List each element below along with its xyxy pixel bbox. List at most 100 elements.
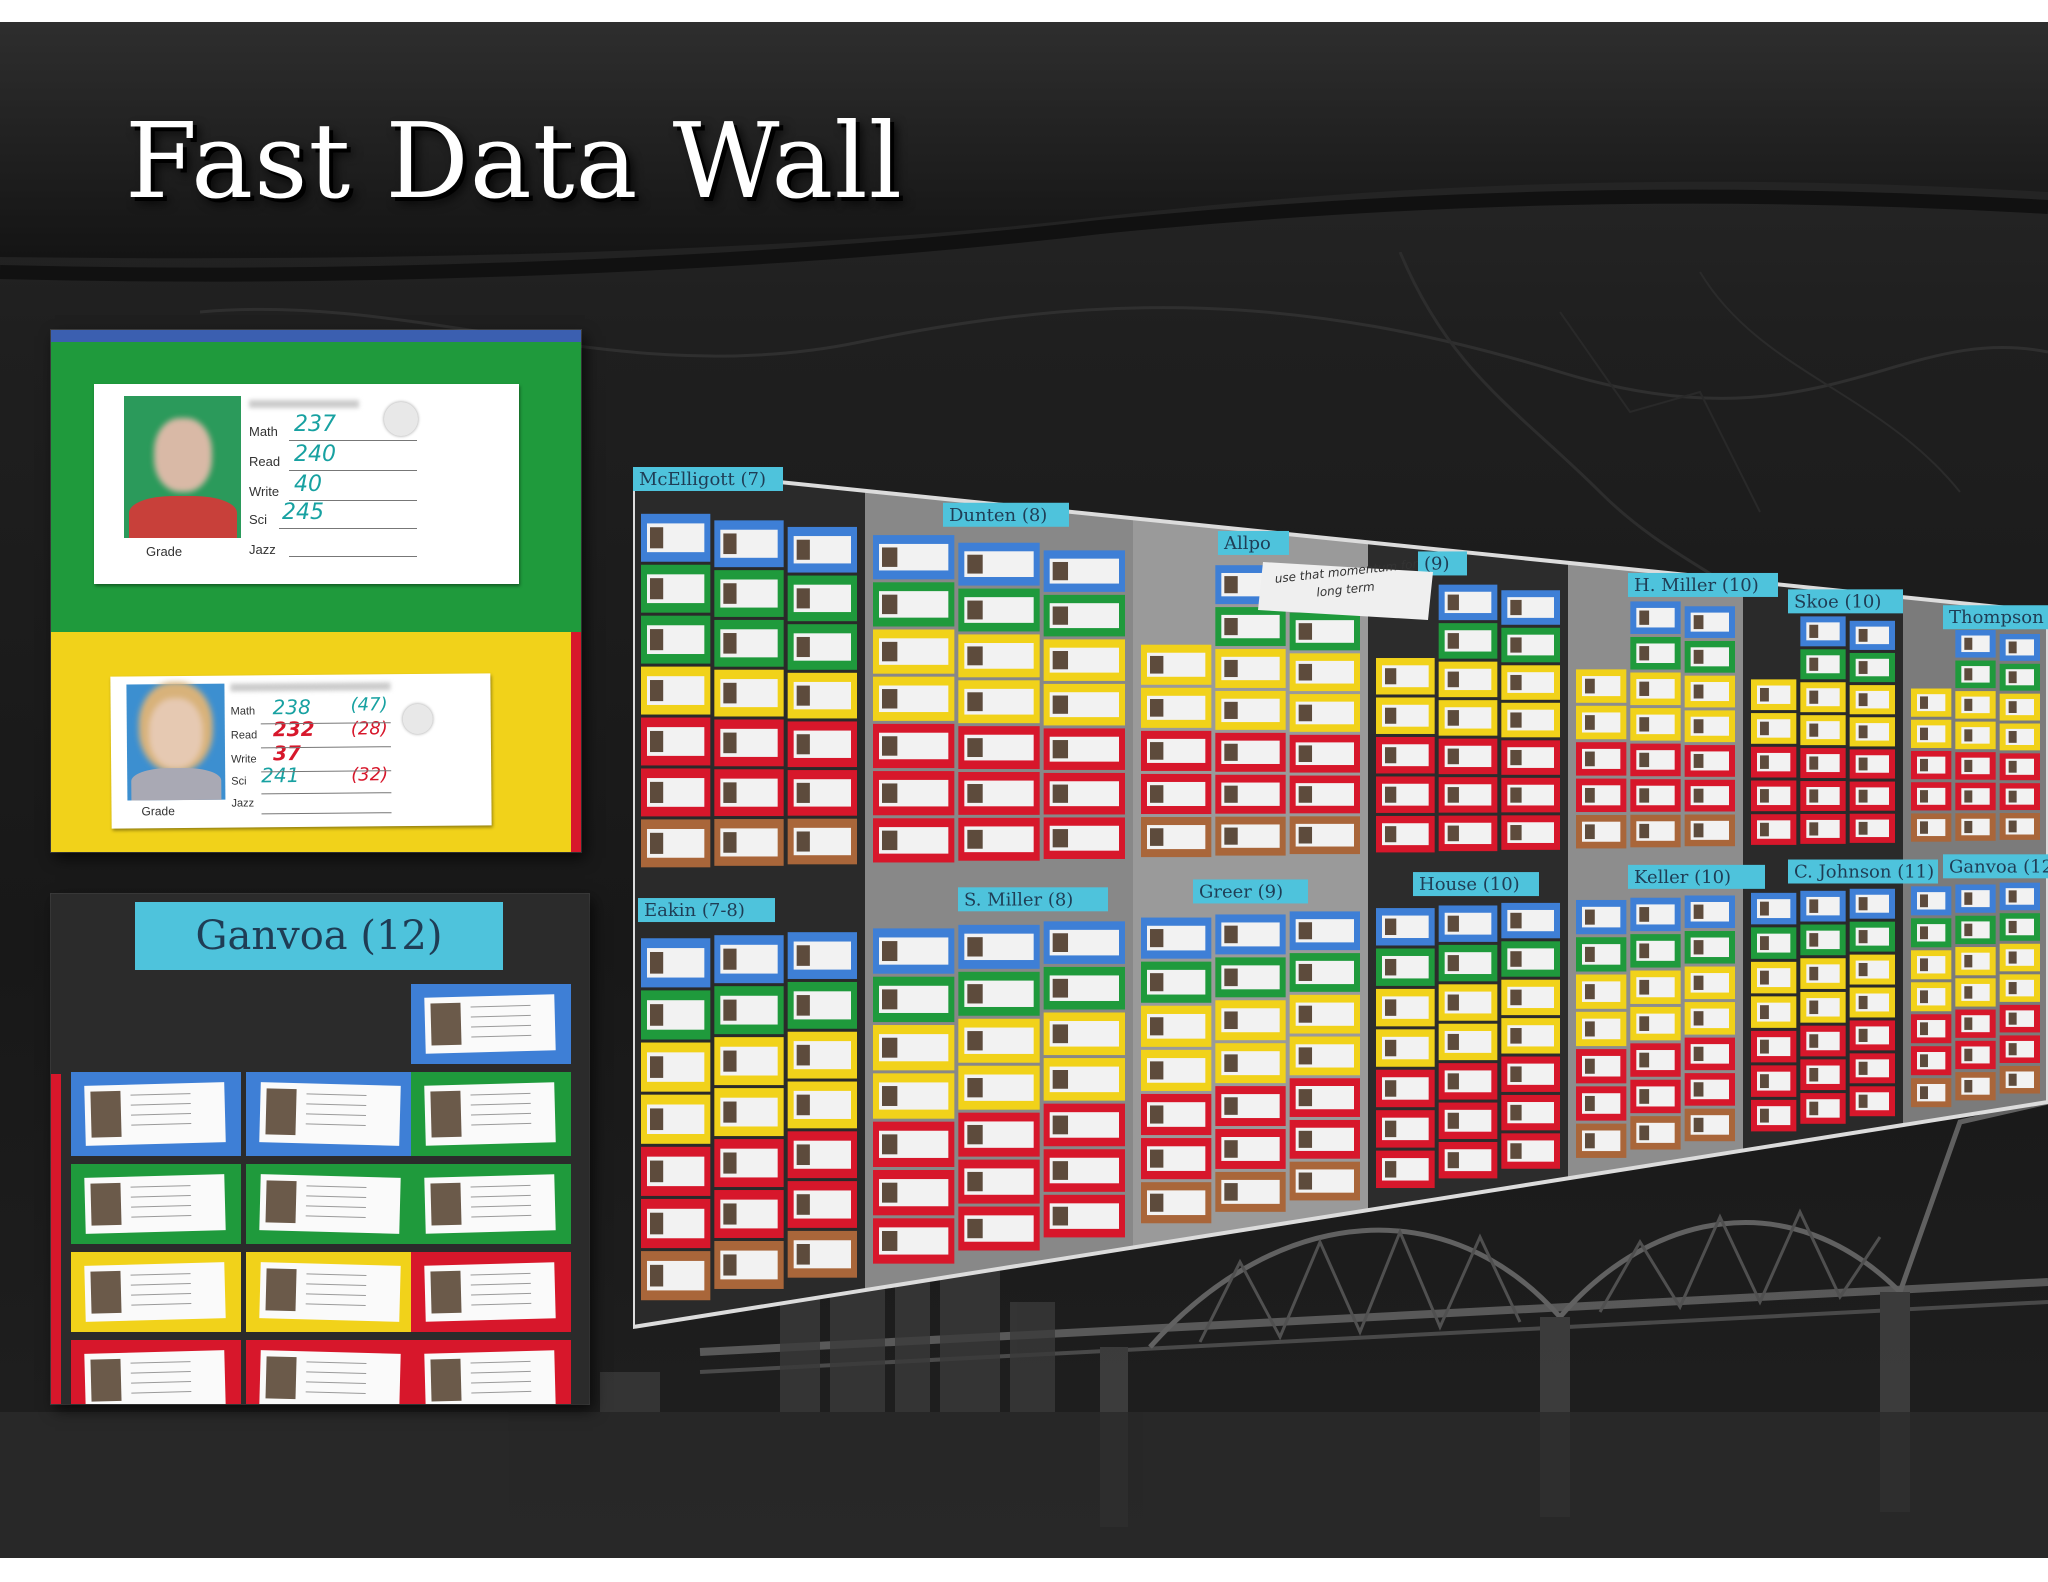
wall-card-photo <box>1224 1140 1238 1158</box>
underline <box>289 556 417 557</box>
wall-card-photo <box>1760 1074 1769 1089</box>
read-label: Read <box>249 454 281 469</box>
wall-card-photo <box>650 1212 664 1235</box>
mini-card-paper <box>259 1350 401 1404</box>
mini-card-line <box>130 1273 191 1276</box>
wall-card-photo <box>967 692 983 712</box>
wall-card-photo <box>1809 657 1819 671</box>
mini-card-paper <box>259 1174 401 1234</box>
wall-card-photo <box>796 995 810 1016</box>
wall-card-photo <box>723 1152 737 1174</box>
sci-value: 245 <box>282 500 324 525</box>
wall-card-photo <box>723 732 737 754</box>
mini-card-photo <box>430 1002 462 1046</box>
mini-card-line <box>305 1123 366 1126</box>
mini-card-line <box>305 1113 366 1116</box>
wall-group-label: Allpo <box>1223 533 1271 554</box>
slide-title: Fast Data Wall <box>125 100 903 222</box>
wall-card-photo <box>1052 978 1069 998</box>
mini-card-photo <box>265 1268 297 1312</box>
wall-card-photo <box>1964 759 1973 772</box>
wall-card-photo <box>1639 979 1650 995</box>
wall-card-photo <box>1964 698 1973 711</box>
wall-card-photo <box>1510 1143 1522 1159</box>
wall-card-photo <box>1385 999 1397 1016</box>
wall-card-photo <box>1809 822 1819 836</box>
wall-card-photo <box>1964 820 1973 834</box>
mini-card-photo <box>265 1356 297 1400</box>
wall-card-photo <box>2008 671 2017 684</box>
wall-card-photo <box>1920 790 1928 803</box>
wall-card-photo <box>967 829 983 849</box>
math-label: Math <box>249 424 278 439</box>
wall-card-photo <box>650 832 664 854</box>
wall-group-label: Greer (9) <box>1199 881 1283 902</box>
sci-value: 241 <box>261 763 300 788</box>
wall-card-photo <box>1224 1097 1238 1115</box>
wall-card-photo <box>1964 1017 1973 1030</box>
mini-card-paper <box>259 1082 401 1146</box>
wall-group-label: Skoe (10) <box>1794 591 1881 612</box>
wall-card-photo <box>1639 1016 1650 1031</box>
student-card-closeup-photo: Grade Math 237 Read 240 Write 40 Sci 245… <box>51 330 581 852</box>
mini-card <box>246 1252 416 1332</box>
wall-card-photo <box>1693 1011 1704 1026</box>
wall-card-photo <box>1760 789 1769 803</box>
wall-card-photo <box>1693 615 1704 630</box>
wall-card-photo <box>1809 756 1819 770</box>
wall-card-photo <box>882 1182 898 1203</box>
wall-card-photo <box>1585 751 1595 767</box>
wall-card-photo <box>882 1037 898 1058</box>
wall-card-photo <box>1385 747 1397 764</box>
wall-card-photo <box>723 782 737 803</box>
mini-card-photo <box>90 1090 122 1138</box>
mini-card-line <box>305 1205 366 1208</box>
wall-card-photo <box>1052 606 1069 625</box>
wall-card-photo <box>1964 923 1973 937</box>
wall-group-label: Dunten (8) <box>949 505 1047 526</box>
wall-card-photo <box>1298 1047 1313 1065</box>
mini-card-line <box>130 1371 191 1374</box>
wall-card-photo <box>1510 1104 1522 1121</box>
mini-card-line <box>471 1122 532 1126</box>
wall-card-photo <box>1760 755 1769 769</box>
mini-card <box>411 1252 571 1332</box>
math-value: 237 <box>294 412 336 437</box>
wall-card-photo <box>1858 661 1868 674</box>
wall-card-photo <box>1052 933 1069 952</box>
wall-card-photo <box>1510 637 1522 653</box>
edge-sliver <box>51 1074 61 1404</box>
wall-card-photo <box>1447 748 1459 765</box>
wall-card-photo <box>1585 1095 1595 1112</box>
wall-group-label: H. Miller (10) <box>1634 575 1759 596</box>
wall-card-photo <box>650 1056 664 1078</box>
wall-group-label-bg <box>1193 879 1308 904</box>
mini-card-photo <box>265 1088 297 1136</box>
wall-card-photo <box>1760 1108 1769 1123</box>
wall-card-photo <box>1298 922 1313 940</box>
wall-card-photo <box>723 999 737 1021</box>
wall-card-photo <box>1298 786 1313 803</box>
wall-card-photo <box>1760 687 1769 702</box>
wall-card-photo <box>1639 610 1650 625</box>
wall-card-photo <box>723 1254 737 1276</box>
mini-card-paper <box>84 1082 226 1146</box>
mini-card-photo <box>430 1182 462 1226</box>
wall-card-photo <box>1858 962 1868 977</box>
mini-card <box>246 1072 416 1156</box>
wall-card-photo <box>1858 789 1868 803</box>
slide: Fast Data Wall Grade Math 237 Read 240 W… <box>0 22 2048 1558</box>
mini-card-line <box>470 1370 531 1374</box>
wall-card-photo <box>2008 982 2017 995</box>
wall-card-photo <box>1447 594 1459 611</box>
wall-card-photo <box>1693 1082 1704 1097</box>
wall-card-photo <box>1858 757 1868 771</box>
wall-card-photo <box>1385 668 1397 685</box>
wall-card-photo <box>1510 912 1522 929</box>
wall-card-photo <box>1809 1000 1819 1015</box>
wall-card-photo <box>1964 790 1973 803</box>
mini-card-line <box>131 1303 192 1306</box>
wall-card-photo <box>1298 1172 1313 1190</box>
wall-card-photo <box>1760 1005 1769 1020</box>
underline <box>260 746 391 749</box>
